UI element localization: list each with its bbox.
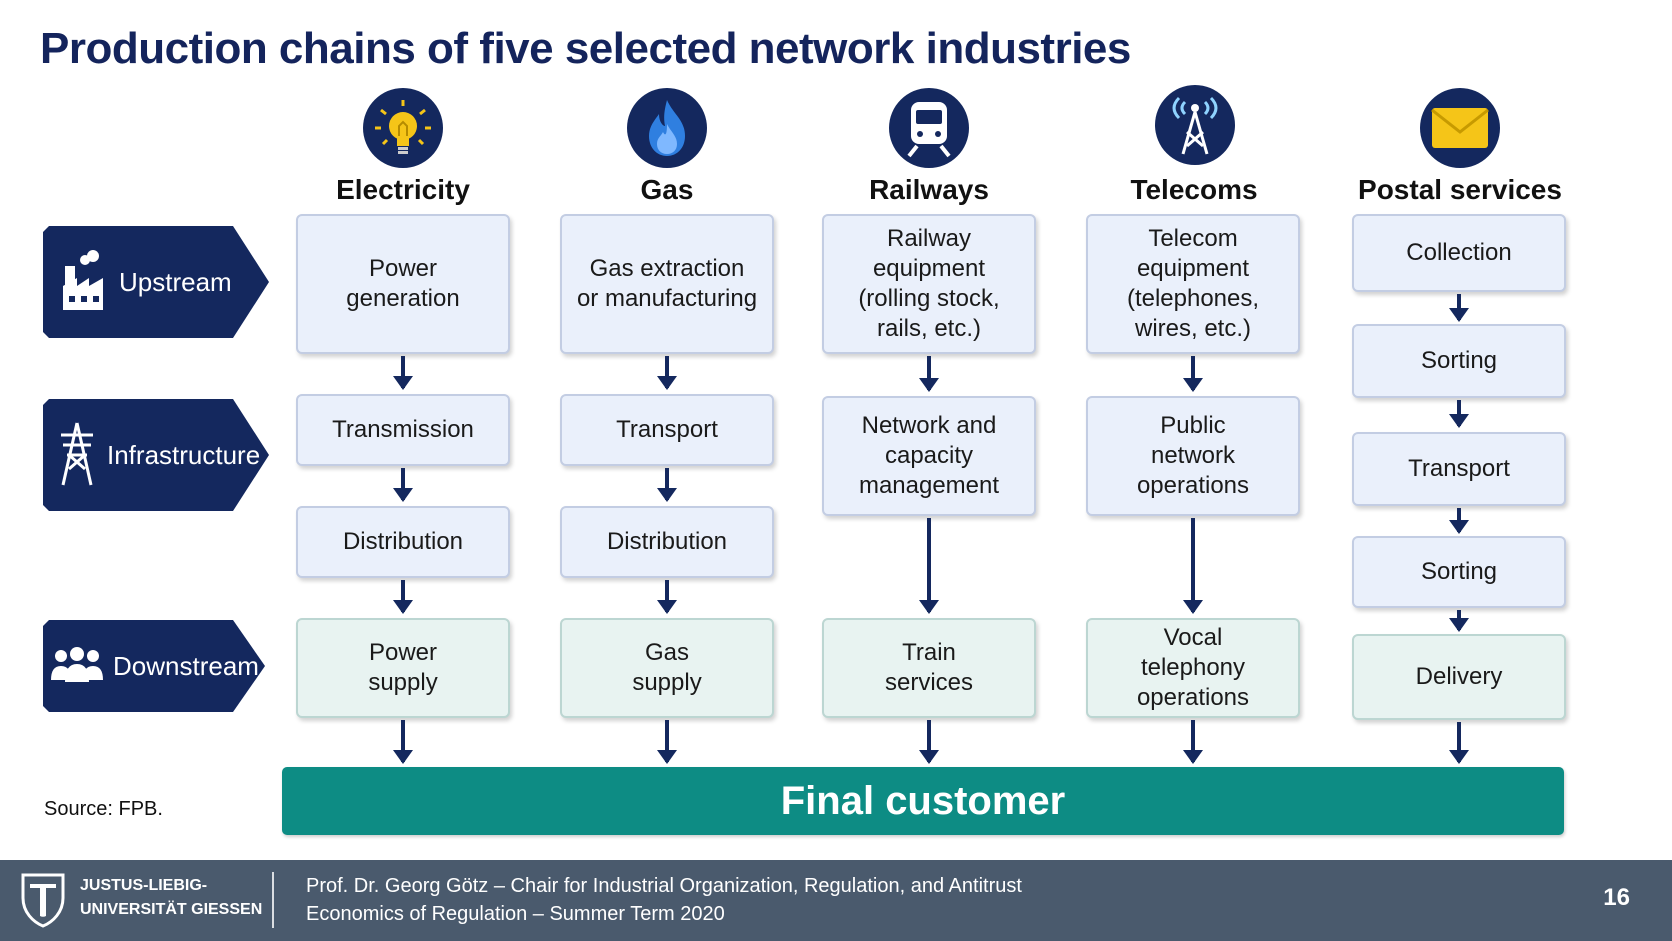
railways-train-services: Train services bbox=[822, 618, 1036, 718]
column-title-telecoms: Telecoms bbox=[1130, 174, 1258, 205]
electricity-power-supply: Power supply bbox=[296, 618, 510, 718]
footer-course-info: Prof. Dr. Georg Götz – Chair for Industr… bbox=[306, 872, 1022, 928]
people-icon bbox=[51, 646, 103, 691]
stage-downstream-shape bbox=[43, 620, 265, 712]
arrow bbox=[919, 518, 939, 614]
footer-line-2: Economics of Regulation – Summer Term 20… bbox=[306, 903, 725, 925]
electricity-icon-circle bbox=[363, 88, 443, 168]
gas-distribution: Distribution bbox=[560, 506, 774, 578]
footer-line-1: Prof. Dr. Georg Götz – Chair for Industr… bbox=[306, 875, 1022, 897]
stage-infrastructure-label: Infrastructure bbox=[107, 439, 261, 470]
arrow bbox=[393, 720, 413, 764]
arrow bbox=[1183, 518, 1203, 614]
arrow bbox=[657, 468, 677, 502]
railways-network-management: Network and capacity management bbox=[822, 396, 1036, 516]
postal-icon-circle bbox=[1420, 88, 1500, 168]
arrow bbox=[393, 580, 413, 614]
gas-supply: Gas supply bbox=[560, 618, 774, 718]
university-line-1: JUSTUS-LIEBIG- bbox=[80, 877, 208, 894]
arrow bbox=[1449, 610, 1469, 632]
arrow bbox=[1449, 400, 1469, 428]
postal-collection: Collection bbox=[1352, 214, 1566, 292]
page-number: 16 bbox=[1603, 884, 1630, 911]
gas-transport: Transport bbox=[560, 394, 774, 466]
arrow bbox=[1449, 294, 1469, 322]
arrow bbox=[393, 356, 413, 390]
arrow bbox=[393, 468, 413, 502]
arrow bbox=[1183, 356, 1203, 392]
arrow bbox=[1449, 722, 1469, 764]
electricity-distribution: Distribution bbox=[296, 506, 510, 578]
arrow bbox=[919, 720, 939, 764]
column-title-postal: Postal services bbox=[1358, 174, 1562, 205]
source-note: Source: FPB. bbox=[44, 798, 163, 820]
stage-upstream: Upstream bbox=[43, 226, 271, 338]
gas-icon-circle bbox=[627, 88, 707, 168]
telecoms-equipment: Telecom equipment (telephones, wires, et… bbox=[1086, 214, 1300, 354]
stage-upstream-label: Upstream bbox=[119, 266, 232, 297]
page-title: Production chains of five selected netwo… bbox=[40, 24, 1131, 73]
university-shield-icon bbox=[20, 872, 66, 933]
telecoms-vocal-telephony: Vocal telephony operations bbox=[1086, 618, 1300, 718]
arrow bbox=[1449, 508, 1469, 534]
column-title-gas: Gas bbox=[640, 174, 694, 205]
factory-icon bbox=[59, 248, 107, 317]
stage-downstream: Downstream bbox=[43, 620, 267, 712]
arrow bbox=[1183, 720, 1203, 764]
telecoms-icon-circle bbox=[1155, 85, 1235, 165]
gas-extraction: Gas extraction or manufacturing bbox=[560, 214, 774, 354]
arrow bbox=[657, 356, 677, 390]
university-name: JUSTUS-LIEBIG- UNIVERSITÄT GIESSEN bbox=[80, 874, 262, 922]
railways-equipment: Railway equipment (rolling stock, rails,… bbox=[822, 214, 1036, 354]
footer: JUSTUS-LIEBIG- UNIVERSITÄT GIESSEN Prof.… bbox=[0, 860, 1672, 941]
university-line-2: UNIVERSITÄT GIESSEN bbox=[80, 901, 263, 918]
slide: Production chains of five selected netwo… bbox=[40, 24, 1566, 835]
column-title-railways: Railways bbox=[869, 174, 989, 205]
flame-icon bbox=[649, 100, 685, 156]
antenna-icon bbox=[1172, 96, 1218, 155]
electricity-transmission: Transmission bbox=[296, 394, 510, 466]
postal-transport: Transport bbox=[1352, 432, 1566, 506]
envelope-icon bbox=[1431, 108, 1489, 148]
pylon-icon bbox=[57, 421, 97, 492]
column-title-electricity: Electricity bbox=[336, 174, 470, 205]
stage-downstream-label: Downstream bbox=[113, 650, 259, 681]
stage-infrastructure: Infrastructure bbox=[43, 399, 271, 511]
postal-sorting-2: Sorting bbox=[1352, 536, 1566, 608]
final-customer-bar: Final customer bbox=[282, 767, 1564, 835]
railways-icon-circle bbox=[889, 88, 969, 168]
stage-infrastructure-shape bbox=[43, 399, 269, 511]
arrow bbox=[657, 580, 677, 614]
lightbulb-icon bbox=[375, 100, 431, 154]
telecoms-public-network: Public network operations bbox=[1086, 396, 1300, 516]
electricity-power-generation: Power generation bbox=[296, 214, 510, 354]
postal-delivery: Delivery bbox=[1352, 634, 1566, 720]
train-icon bbox=[907, 102, 951, 158]
arrow bbox=[919, 356, 939, 392]
arrow bbox=[657, 720, 677, 764]
footer-divider bbox=[272, 872, 274, 928]
postal-sorting-1: Sorting bbox=[1352, 324, 1566, 398]
